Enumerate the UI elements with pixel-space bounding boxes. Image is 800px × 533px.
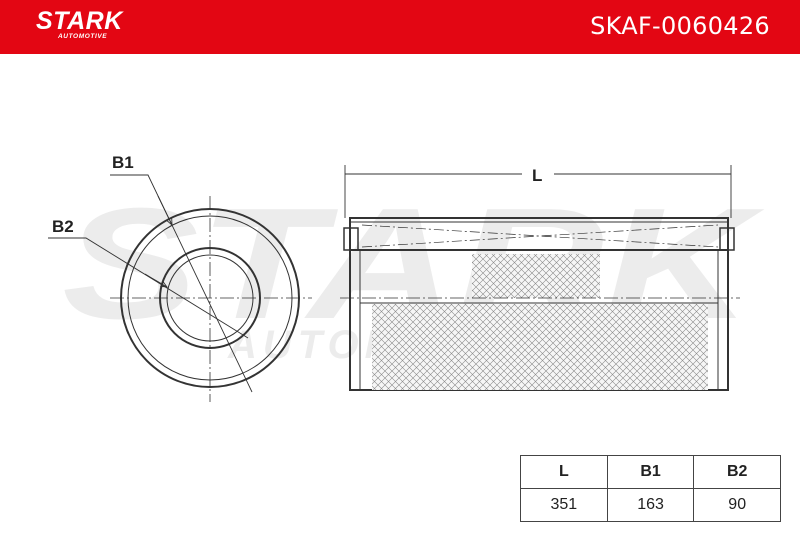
mesh-section-lower — [372, 304, 708, 390]
b1-arrow — [157, 195, 172, 225]
header-bar: STARK AUTOMOTIVE SKAF-0060426 — [0, 0, 800, 54]
stark-logo: STARK AUTOMOTIVE — [36, 6, 146, 46]
b2-arrow — [144, 273, 167, 287]
b2-leader — [48, 237, 249, 339]
value-b2: 90 — [693, 488, 781, 522]
dimensions-table: L B1 B2 351 163 90 — [520, 455, 781, 522]
table-header-row: L B1 B2 — [520, 455, 781, 489]
seal-cross-a — [361, 224, 719, 248]
header-l: L — [520, 455, 608, 489]
label-b1: B1 — [112, 153, 134, 172]
technical-drawing: STARK AUTOMOTIVE B1 B2 — [48, 153, 765, 402]
part-number: SKAF-0060426 — [590, 12, 770, 40]
label-l: L — [532, 166, 542, 185]
value-l: 351 — [520, 488, 608, 522]
seal-cross-b — [361, 224, 719, 248]
b1-leader — [110, 174, 253, 393]
side-view — [340, 165, 740, 391]
header-b1: B1 — [606, 455, 695, 489]
left-end-cap — [343, 227, 359, 251]
value-b1: 163 — [606, 488, 695, 522]
right-end-cap — [719, 227, 735, 251]
header-b2: B2 — [693, 455, 781, 489]
mesh-window-upper — [472, 254, 600, 298]
end-view — [48, 174, 312, 402]
brand-name: STARK — [36, 7, 123, 35]
label-b2: B2 — [52, 217, 74, 236]
brand-subtitle: AUTOMOTIVE — [58, 33, 108, 40]
table-row: 351 163 90 — [520, 488, 781, 522]
